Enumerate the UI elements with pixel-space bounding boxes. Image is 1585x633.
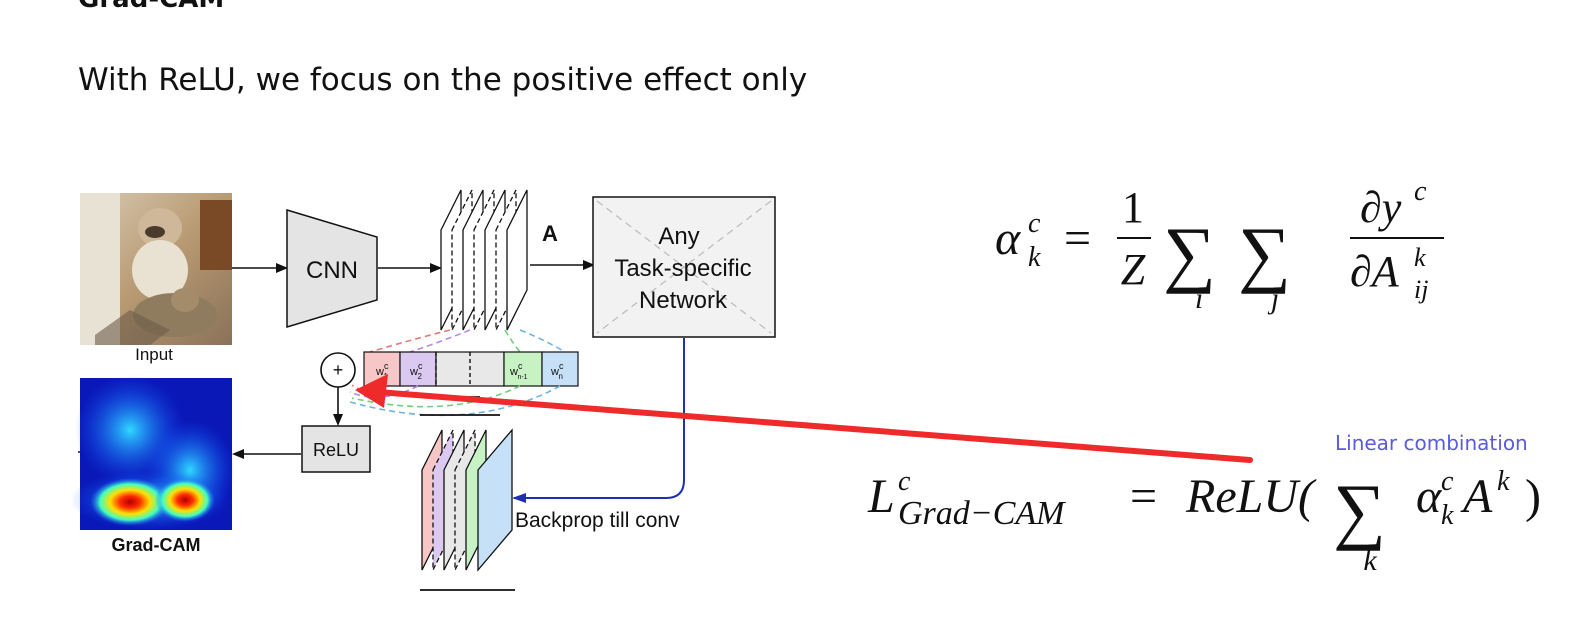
gradcam-heatmap <box>70 375 235 530</box>
svg-text:ij: ij <box>1414 275 1428 304</box>
task-network-line2: Task-specific <box>614 255 751 282</box>
svg-text:k: k <box>1441 500 1454 531</box>
svg-text:=: = <box>1064 212 1091 265</box>
svg-text:ReLU(: ReLU( <box>1185 470 1317 523</box>
svg-text:k: k <box>1414 243 1426 272</box>
svg-text:Z: Z <box>1121 245 1146 294</box>
svg-text:c: c <box>1028 208 1041 239</box>
subtitle: With ReLU, we focus on the positive effe… <box>78 62 808 98</box>
svg-text:α: α <box>995 212 1021 265</box>
svg-text:c: c <box>1441 466 1454 497</box>
alpha-equation: α c k = 1 Z ∑ i ∑ j ∂y c ∂A k ij <box>995 176 1444 315</box>
section-heading: Grad-CAM <box>78 0 224 14</box>
input-label: Input <box>135 345 173 364</box>
svg-text:k: k <box>1363 544 1377 577</box>
svg-text:α: α <box>1416 470 1442 523</box>
svg-text:c: c <box>1414 176 1427 207</box>
cnn-block <box>286 208 378 329</box>
svg-text:∑: ∑ <box>1163 213 1216 295</box>
svg-text:A: A <box>1460 470 1493 523</box>
gradient-maps <box>420 396 515 591</box>
input-photo <box>80 193 232 345</box>
svg-text:∂y: ∂y <box>1360 183 1402 232</box>
svg-text:): ) <box>1525 470 1541 523</box>
svg-text:1: 1 <box>1122 183 1144 232</box>
task-network-line1: Any <box>658 223 699 250</box>
gradcam-label: Grad-CAM <box>112 535 201 555</box>
gradcam-equation: L c Grad−CAM = ReLU( ∑ k α c k A k ) <box>867 466 1541 577</box>
svg-text:∑: ∑ <box>1238 213 1291 295</box>
feature-maps-label: A <box>542 221 558 246</box>
svg-text:j: j <box>1267 282 1279 315</box>
weights-vector <box>363 351 579 387</box>
svg-text:c: c <box>898 466 911 497</box>
task-network-box <box>592 196 776 338</box>
svg-text:L: L <box>867 470 895 523</box>
svg-text:k: k <box>1497 466 1510 497</box>
svg-text:k: k <box>1028 242 1041 273</box>
cnn-label: CNN <box>306 257 358 284</box>
plus-symbol: + <box>333 360 344 380</box>
red-annotation-arrow <box>355 374 1253 463</box>
svg-text:Grad−CAM: Grad−CAM <box>898 495 1066 532</box>
feature-maps <box>440 189 528 331</box>
linear-combination-annotation: Linear combination <box>1335 431 1528 455</box>
svg-text:∂A: ∂A <box>1350 247 1400 296</box>
relu-block <box>301 425 371 473</box>
backprop-label: Backprop till conv <box>515 509 680 532</box>
svg-text:i: i <box>1195 282 1203 315</box>
backprop-arrow <box>512 338 685 503</box>
task-network-line3: Network <box>639 287 728 314</box>
feature-weight-connectors <box>369 329 566 353</box>
relu-label: ReLU <box>313 440 359 460</box>
svg-text:=: = <box>1130 470 1157 523</box>
svg-text:∑: ∑ <box>1333 470 1386 552</box>
